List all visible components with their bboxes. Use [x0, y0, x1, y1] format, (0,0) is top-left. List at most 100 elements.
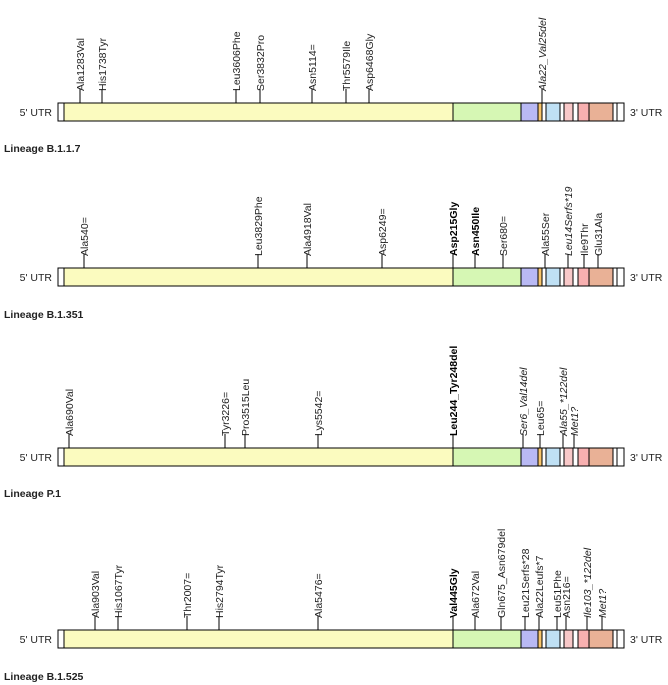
orf3a-segment	[520, 447, 539, 467]
n-segment	[588, 267, 614, 287]
orf10-segment	[612, 447, 618, 467]
orf6-segment	[559, 267, 565, 287]
orf3a-segment	[520, 629, 539, 649]
mutation-label: Ser3832Pro	[255, 35, 267, 91]
lineage-name: Lineage P.1	[4, 488, 61, 500]
orf6-segment	[559, 102, 565, 122]
orf7b-segment	[572, 102, 579, 122]
mutation-label: Ala690Val	[64, 389, 76, 436]
orf6-segment	[559, 629, 565, 649]
mutation-label: Pro3515Leu	[240, 379, 252, 436]
mutation-label: Leu3829Phe	[253, 196, 265, 256]
mutation-label: Ala22Leufs*7	[534, 555, 546, 618]
orf3a-segment	[520, 102, 539, 122]
mutation-label: Ala1283Val	[75, 38, 87, 91]
mutation-label: Ala672Val	[470, 571, 482, 618]
orf6-segment	[559, 447, 565, 467]
utr3-box	[616, 102, 625, 122]
mutation-label: His1738Tyr	[97, 37, 109, 91]
mutation-label: Met1?	[597, 589, 609, 618]
utr3-label: 3' UTR	[630, 272, 663, 284]
orf1ab-segment	[63, 102, 454, 122]
mutation-label: Leu14Serfs*19	[563, 186, 575, 256]
utr5-box	[57, 102, 65, 122]
genome-bar	[57, 102, 625, 122]
utr3-box	[616, 629, 625, 649]
orf8-segment	[577, 629, 590, 649]
utr5-box	[57, 267, 65, 287]
mutation-label: Thr5579Ile	[341, 41, 353, 91]
spike-segment	[452, 629, 522, 649]
mutation-label: Leu51Phe	[552, 570, 564, 618]
utr3-box	[616, 267, 625, 287]
orf7b-segment	[572, 629, 579, 649]
mutation-label: Met1?	[569, 407, 581, 436]
utr5-box	[57, 629, 65, 649]
orf8-segment	[577, 447, 590, 467]
utr3-label: 3' UTR	[630, 107, 663, 119]
mutation-label: Ser6_Val14del	[518, 367, 530, 436]
orf7b-segment	[572, 267, 579, 287]
m-segment	[545, 102, 561, 122]
mutation-label: His1067Tyr	[113, 564, 125, 618]
orf7a-segment	[563, 102, 574, 122]
mutation-label: Gln675_Asn679del	[496, 529, 508, 618]
utr3-label: 3' UTR	[630, 634, 663, 646]
lineage-name: Lineage B.1.525	[4, 671, 84, 683]
mutation-label: Ala22_Val25del	[537, 17, 549, 92]
orf8-segment	[577, 102, 590, 122]
mutation-label: Asp6249=	[377, 208, 389, 256]
orf7b-segment	[572, 447, 579, 467]
genome-bar	[57, 447, 625, 467]
utr5-label: 5' UTR	[20, 452, 53, 464]
m-segment	[545, 267, 561, 287]
mutation-label: Leu244_Tyr248del	[448, 346, 460, 436]
orf1ab-segment	[63, 447, 454, 467]
mutation-label: Ala903Val	[90, 571, 102, 618]
orf7a-segment	[563, 629, 574, 649]
orf8-segment	[577, 267, 590, 287]
utr5-label: 5' UTR	[20, 272, 53, 284]
mutation-label: Asp215Gly	[448, 202, 460, 256]
orf1ab-segment	[63, 629, 454, 649]
mutation-label: Ala5476=	[313, 573, 325, 618]
mutation-label: Ala55Ser	[540, 212, 552, 256]
genome-bar	[57, 629, 625, 649]
utr3-box	[616, 447, 625, 467]
mutation-label: His2794Tyr	[214, 564, 226, 618]
m-segment	[545, 447, 561, 467]
gap-segment	[541, 447, 547, 467]
lineage-panel: 5' UTR 3' UTR Ala1283Val His1738Tyr Leu3606P…	[4, 17, 663, 155]
mutation-label: Leu3606Phe	[231, 31, 243, 91]
mutation-label: Leu65=	[535, 401, 547, 436]
orf7a-segment	[563, 447, 574, 467]
gap-segment	[541, 267, 547, 287]
e-segment	[537, 102, 543, 122]
utr5-box	[57, 447, 65, 467]
e-segment	[537, 447, 543, 467]
mutation-label: Glu31Ala	[593, 213, 605, 256]
lineage-name: Lineage B.1.1.7	[4, 143, 81, 155]
orf7a-segment	[563, 267, 574, 287]
e-segment	[537, 629, 543, 649]
mutation-label: Tyr3226=	[220, 392, 232, 436]
mutation-label: Asn216=	[561, 576, 573, 618]
mutation-label: Val445Gly	[448, 568, 460, 618]
mutation-label: Ala4918Val	[302, 203, 314, 256]
orf3a-segment	[520, 267, 539, 287]
mutation-label: Ala55_*122del	[558, 367, 570, 437]
e-segment	[537, 267, 543, 287]
utr5-label: 5' UTR	[20, 107, 53, 119]
gap-segment	[541, 102, 547, 122]
mutation-label: Lys5542=	[313, 391, 325, 436]
spike-segment	[452, 267, 522, 287]
orf10-segment	[612, 267, 618, 287]
orf1ab-segment	[63, 267, 454, 287]
mutation-label: Ser680=	[498, 216, 510, 256]
m-segment	[545, 629, 561, 649]
